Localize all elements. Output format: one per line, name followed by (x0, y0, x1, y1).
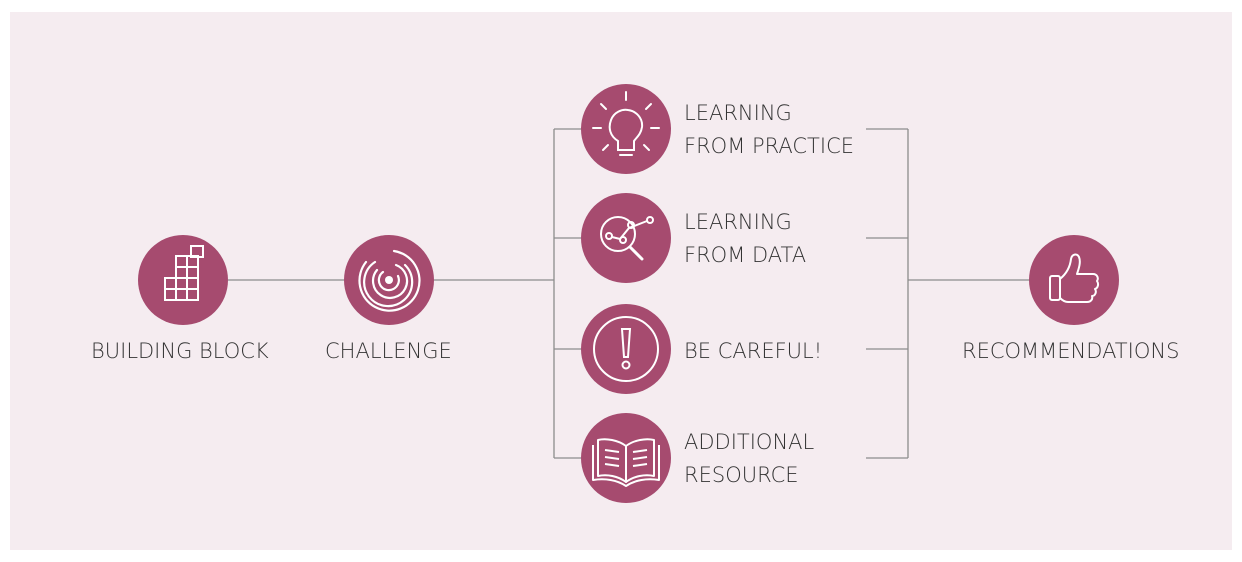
lightbulb-icon (592, 91, 660, 156)
exclamation-icon (593, 316, 659, 382)
building-block-node (138, 235, 228, 325)
additional-resource-node (581, 413, 671, 503)
learning-practice-node (581, 84, 671, 174)
challenge-node (344, 235, 434, 325)
learning-practice-label-line-2: FROM PRACTICE (684, 134, 855, 158)
learning-data-label-line-2: FROM DATA (684, 243, 807, 267)
recommendations-label: RECOMMENDATIONS (962, 339, 1180, 363)
be-careful-label: BE CAREFUL! (684, 339, 823, 363)
learning-practice-label: LEARNING FROM PRACTICE (684, 97, 854, 163)
blocks-icon (164, 245, 204, 301)
learning-data-label: LEARNING FROM DATA (684, 206, 806, 272)
additional-resource-label-line-2: RESOURCE (684, 463, 799, 487)
additional-resource-label-line-1: ADDITIONAL (684, 430, 815, 454)
maze-icon (358, 249, 421, 312)
learning-data-label-line-1: LEARNING (684, 210, 792, 234)
data-search-icon (600, 216, 654, 261)
learning-data-node (581, 193, 671, 283)
building-block-label: BUILDING BLOCK (91, 339, 269, 363)
be-careful-node (581, 304, 671, 394)
additional-resource-label: ADDITIONAL RESOURCE (684, 426, 814, 492)
book-icon (592, 438, 660, 487)
thumbs-up-icon (1049, 253, 1100, 303)
challenge-label: CHALLENGE (325, 339, 452, 363)
learning-practice-label-line-1: LEARNING (684, 101, 792, 125)
recommendations-node (1029, 235, 1119, 325)
